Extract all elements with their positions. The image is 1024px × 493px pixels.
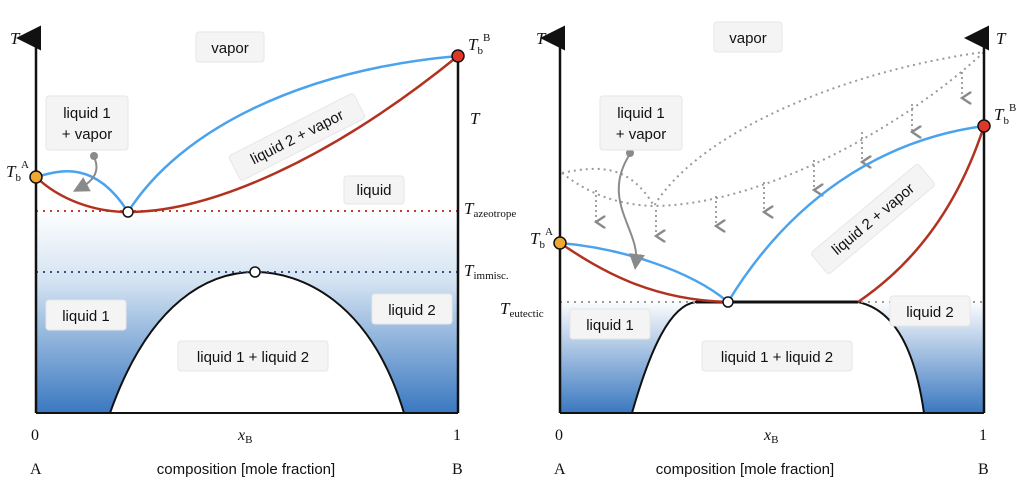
right-t-eutectic-label: Teutectic xyxy=(500,299,544,320)
left-liquid-curve xyxy=(35,55,459,214)
left-a-label: A xyxy=(30,461,42,478)
left-liquid-label: liquid xyxy=(356,182,391,199)
left-composition-label: composition [mole fraction] xyxy=(157,461,335,478)
right-liquid1-liquid2-label: liquid 1 + liquid 2 xyxy=(721,349,833,366)
left-diagram: vapor liquid 1 + vapor liquid 2 + vapor … xyxy=(6,25,516,478)
left-b-label: B xyxy=(452,461,463,478)
right-x1-label: 1 xyxy=(979,427,987,444)
left-liquid2-vapor-label: liquid 2 + vapor xyxy=(248,107,347,169)
right-xb-label: xB xyxy=(763,427,778,446)
right-dotted-vapor-curve xyxy=(561,51,985,208)
left-corner-t-label: T xyxy=(470,109,481,128)
right-liquid-curve-left xyxy=(559,241,729,304)
left-x0-label: 0 xyxy=(31,427,39,444)
right-liquid1-vapor-label-1: liquid 1 xyxy=(617,105,665,122)
right-shift-arrows xyxy=(596,72,962,236)
left-x1-label: 1 xyxy=(453,427,461,444)
left-azeotrope-point xyxy=(122,206,134,218)
right-b-label: B xyxy=(978,461,989,478)
right-axis-t-right-label: T xyxy=(996,29,1007,48)
right-liquid-curve-right xyxy=(857,125,986,304)
left-t-azeotrope-label: Tazeotrope xyxy=(464,199,516,220)
left-liquid1-vapor-label-1: liquid 1 xyxy=(63,105,111,122)
right-liquid1-vapor-label-2: + vapor xyxy=(616,126,666,143)
left-vapor-label: vapor xyxy=(211,40,249,57)
right-grey-arrow xyxy=(617,153,645,270)
right-composition-label: composition [mole fraction] xyxy=(656,461,834,478)
left-tb-a-marker xyxy=(29,170,43,184)
left-liquid2-label: liquid 2 xyxy=(388,302,436,319)
left-tb-a-label: TbA xyxy=(6,159,29,184)
right-liquid2-label: liquid 2 xyxy=(906,304,954,321)
right-liquid2-vapor-label: liquid 2 + vapor xyxy=(829,180,918,259)
left-axis-t-label: T xyxy=(10,29,21,48)
right-tb-a-marker xyxy=(553,236,567,250)
left-grey-arrow-dot xyxy=(90,152,98,160)
right-vapor-curve-right xyxy=(726,124,985,303)
left-xb-label: xB xyxy=(237,427,252,446)
left-liquid1-label: liquid 1 xyxy=(62,308,110,325)
left-tb-b-marker xyxy=(451,49,465,63)
right-a-label: A xyxy=(554,461,566,478)
right-tb-b-marker xyxy=(977,119,991,133)
left-t-immisc-label: Timmisc. xyxy=(464,261,509,282)
left-vapor-curve xyxy=(35,54,459,215)
right-diagram: vapor liquid 1 + vapor liquid 2 + vapor … xyxy=(500,21,1016,478)
right-grey-arrow-dot xyxy=(626,149,634,157)
right-tb-a-label: TbA xyxy=(530,226,553,251)
right-tb-b-label: TbB xyxy=(994,102,1016,127)
right-axis-t-left-label: T xyxy=(536,29,547,48)
left-tb-b-label: TbB xyxy=(468,32,490,57)
right-eutectic-point xyxy=(722,296,734,308)
left-grey-arrow xyxy=(72,156,98,192)
left-liquid1-vapor-label-2: + vapor xyxy=(62,126,112,143)
right-x0-label: 0 xyxy=(555,427,563,444)
right-vapor-label: vapor xyxy=(729,30,767,47)
left-liquid1-liquid2-label: liquid 1 + liquid 2 xyxy=(197,349,309,366)
right-liquid1-label: liquid 1 xyxy=(586,317,634,334)
right-vapor-curve-left xyxy=(559,241,729,303)
left-critical-point xyxy=(249,266,261,278)
